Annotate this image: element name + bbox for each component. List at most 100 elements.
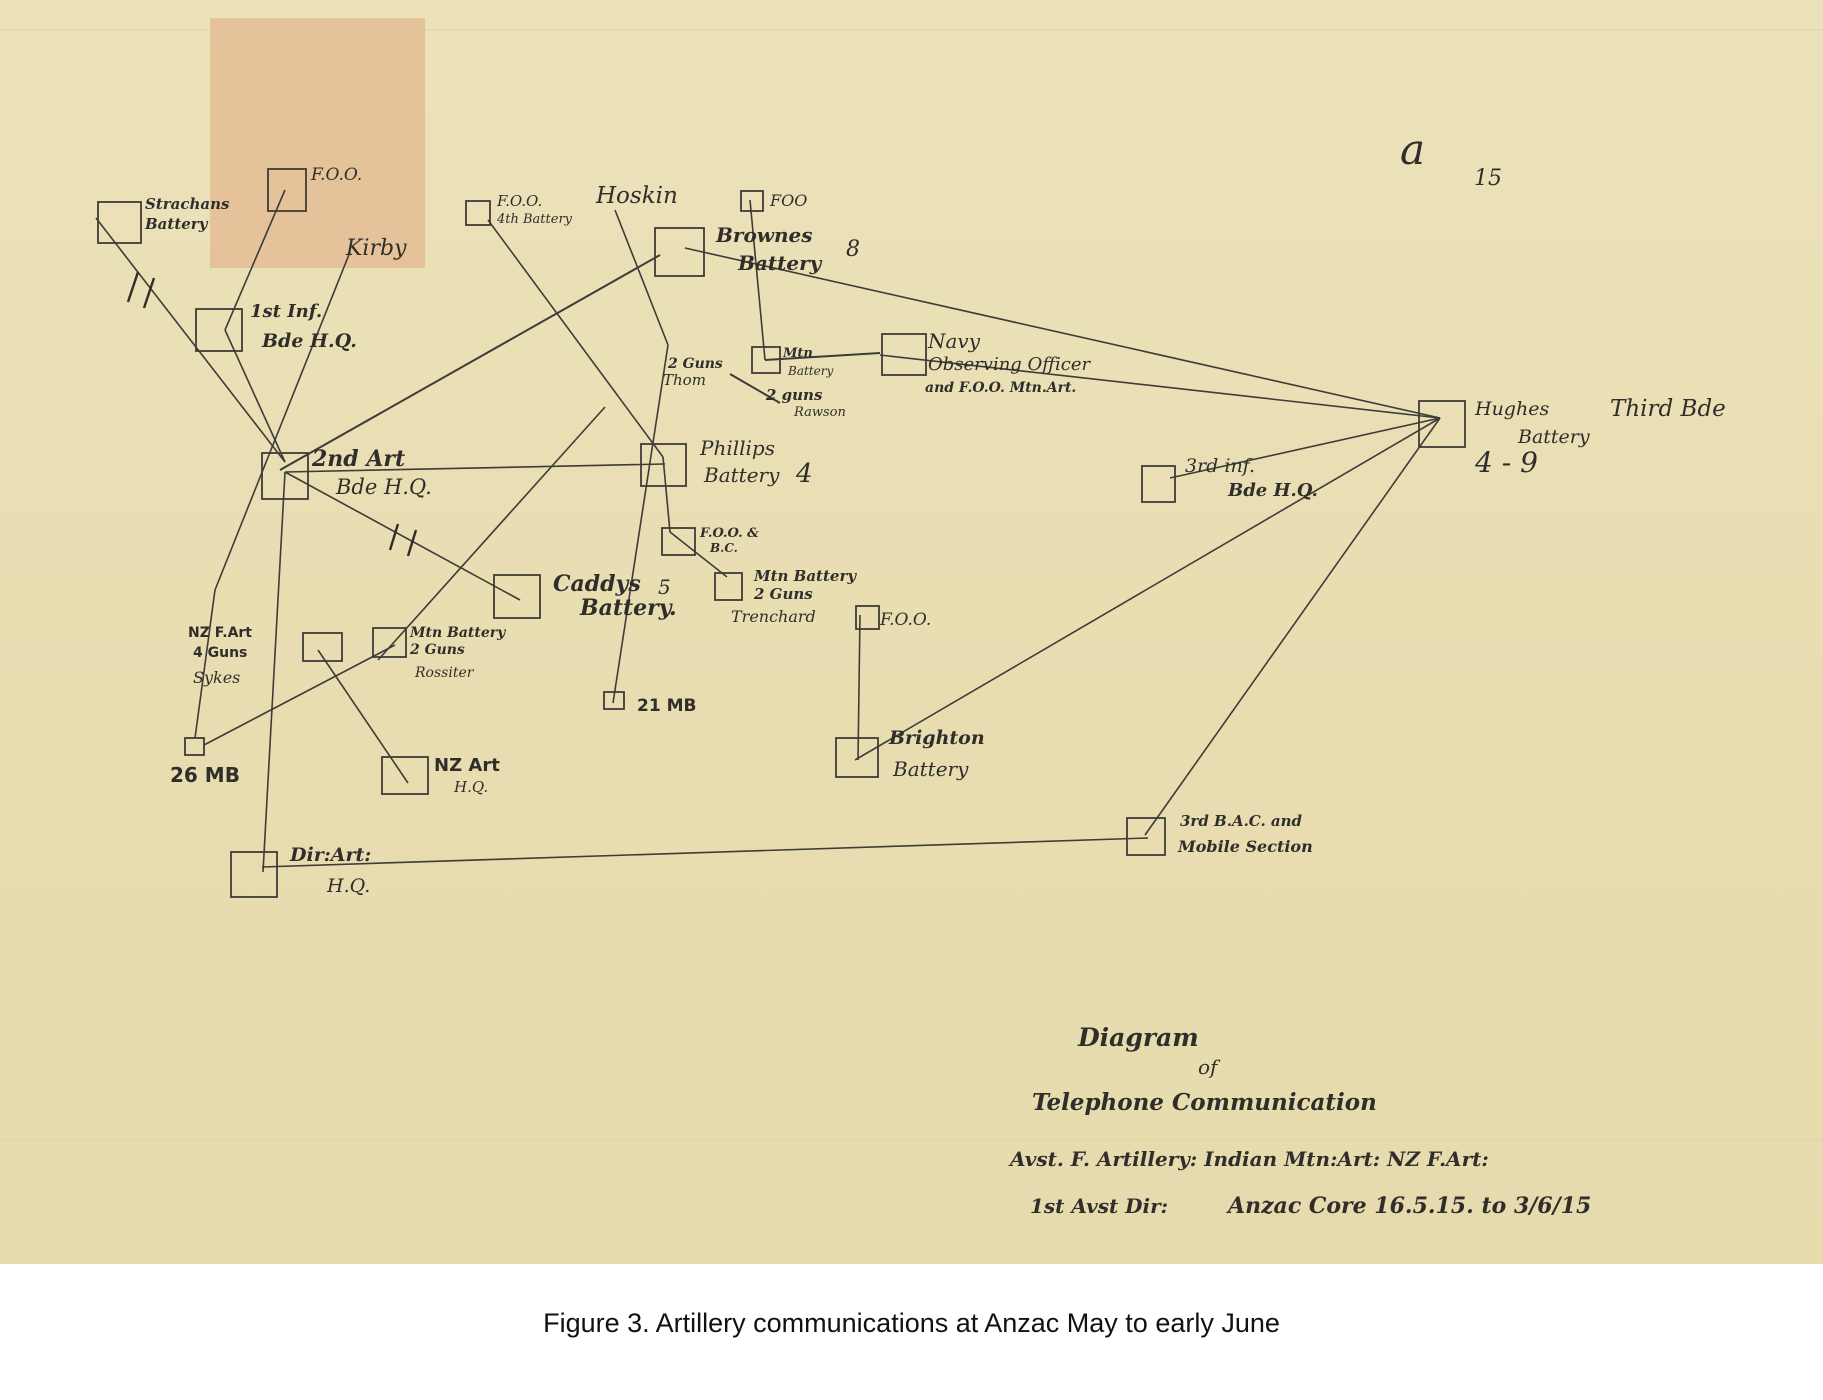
box-21mb <box>603 691 625 710</box>
corner-mark: a <box>1400 125 1425 174</box>
line-brownes-2nd-art <box>279 254 661 471</box>
box-trenchard <box>714 572 743 601</box>
box-mtn-small <box>751 346 781 374</box>
tally-stroke <box>142 277 156 309</box>
line-brownes-hughes <box>684 247 1441 419</box>
line-2nd-art-phillips <box>284 463 666 473</box>
label-hughes: Hughes <box>1474 398 1549 420</box>
label-bac: 3rd B.A.C. and <box>1180 812 1303 830</box>
label-trenchard-mtn: Mtn Battery <box>753 567 857 585</box>
line-2nd-art-caddys <box>284 471 521 601</box>
label-nz-f-art: NZ F.Art <box>188 625 252 641</box>
box-foo-4th <box>465 200 491 226</box>
label-1st-inf: 1st Inf. <box>250 301 322 322</box>
tally-stroke <box>406 529 418 557</box>
line-bac-hughes <box>1144 417 1441 836</box>
label-nz-f-art-guns: 4 Guns <box>193 645 247 661</box>
label-rossiter-guns: 2 Guns <box>409 642 465 658</box>
label-brownes-battery: Battery <box>737 251 823 275</box>
box-dir-art <box>230 851 278 898</box>
label-foo-bc: F.O.O. & <box>699 526 759 541</box>
label-hughes-num: 4 - 9 <box>1474 446 1538 479</box>
label-rawson: Rawson <box>793 405 846 420</box>
label-caddys-num: 5 <box>658 575 671 599</box>
label-rossiter-mtn: Mtn Battery <box>409 625 506 641</box>
label-sykes: Sykes <box>193 668 240 687</box>
label-3rd-inf: 3rd inf. <box>1185 455 1255 477</box>
label-trenchard-guns: 2 Guns <box>753 585 813 603</box>
label-bac-mobile: Mobile Section <box>1177 837 1313 856</box>
label-1st-inf-hq: Bde H.Q. <box>261 330 357 352</box>
label-navy-foo: and F.O.O. Mtn.Art. <box>925 380 1076 396</box>
box-foo-mid <box>855 605 880 630</box>
connection-lines <box>95 189 1441 873</box>
box-nz-art <box>381 756 429 795</box>
line-brighton-hughes <box>854 417 1441 761</box>
label-brighton: Brighton <box>888 727 985 749</box>
box-3rd-inf <box>1141 465 1176 503</box>
line-phillips-foo-bc <box>662 456 671 533</box>
line-navy-hughes <box>879 354 1441 419</box>
line-hoskin-thom <box>614 209 669 346</box>
label-third-bde: Third Bde <box>1610 396 1726 422</box>
label-trenchard: Trenchard <box>731 607 816 626</box>
box-strachans <box>97 201 142 244</box>
line-kirby-nz <box>214 251 351 591</box>
label-phillips-num: 4 <box>795 459 813 489</box>
label-3rd-inf-hq: Bde H.Q. <box>1227 480 1318 501</box>
node-boxes <box>97 168 1466 898</box>
box-1st-inf <box>195 308 243 352</box>
tally-marks <box>126 271 418 557</box>
label-dir-art: Dir:Art: <box>289 844 371 866</box>
title-line-2a: 1st Avst Dir: <box>1030 1194 1168 1218</box>
box-foo-bc <box>661 527 696 556</box>
box-phillips <box>640 443 687 487</box>
title-line-1: Avst. F. Artillery: Indian Mtn:Art: NZ F… <box>1008 1147 1489 1171</box>
line-mtn-navy <box>764 352 881 361</box>
label-dir-art-hq: H.Q. <box>326 875 370 897</box>
label-caddys-battery: Battery. <box>579 595 677 621</box>
tally-stroke <box>126 271 140 303</box>
line-foo-brighton <box>857 614 861 761</box>
diagram-sheet: Strachans Battery F.O.O. Kirby 1st Inf. … <box>0 0 1823 1264</box>
figure-caption: Figure 3. Artillery communications at An… <box>543 1308 1280 1338</box>
box-foo-right <box>740 190 764 212</box>
line-inf3-hughes <box>1169 417 1441 479</box>
tape-stain <box>210 18 425 268</box>
label-2nd-art-hq: Bde H.Q. <box>335 475 432 499</box>
box-2nd-art <box>261 452 309 500</box>
corner-number: 15 <box>1474 166 1502 191</box>
label-foo-mid: F.O.O. <box>879 610 931 630</box>
line-foo4-phillips <box>487 219 664 458</box>
label-kirby: Kirby <box>345 236 407 261</box>
box-caddys <box>493 574 541 619</box>
label-foo-bc-2: B.C. <box>709 541 738 555</box>
label-mtn: Mtn <box>782 346 813 361</box>
box-foo-top <box>267 168 307 212</box>
box-nz-f-art <box>302 632 343 662</box>
label-brownes: Brownes <box>715 223 813 247</box>
label-caddys: Caddys <box>553 571 641 597</box>
node-labels: Strachans Battery F.O.O. Kirby 1st Inf. … <box>144 165 1726 897</box>
label-foo-4th-battery: 4th Battery <box>496 212 573 227</box>
line-dir-bac <box>261 837 1149 868</box>
line-thom-21mb <box>612 344 669 704</box>
line-foo-inf1 <box>224 189 286 331</box>
label-21mb: 21 MB <box>637 696 696 716</box>
label-brighton-battery: Battery <box>892 757 969 781</box>
label-hughes-battery: Battery <box>1517 426 1590 448</box>
line-rossiter-up <box>377 406 606 661</box>
label-thom-guns: 2 Guns <box>667 356 723 372</box>
line-nz-art <box>317 649 409 784</box>
tally-stroke <box>388 523 400 551</box>
title-block: Diagram of Telephone Communication Avst.… <box>1008 1023 1591 1219</box>
title-of: of <box>1198 1055 1221 1079</box>
title-line-2b: Anzac Core 16.5.15. to 3/6/15 <box>1226 1193 1591 1219</box>
label-foo-4th: F.O.O. <box>496 192 542 210</box>
label-2nd-art: 2nd Art <box>311 446 405 472</box>
box-hughes <box>1418 400 1466 448</box>
line-2nd-art-dir <box>262 471 286 873</box>
label-navy-observing: Observing Officer <box>928 354 1092 375</box>
box-bac <box>1126 817 1166 856</box>
box-26mb <box>184 737 205 756</box>
